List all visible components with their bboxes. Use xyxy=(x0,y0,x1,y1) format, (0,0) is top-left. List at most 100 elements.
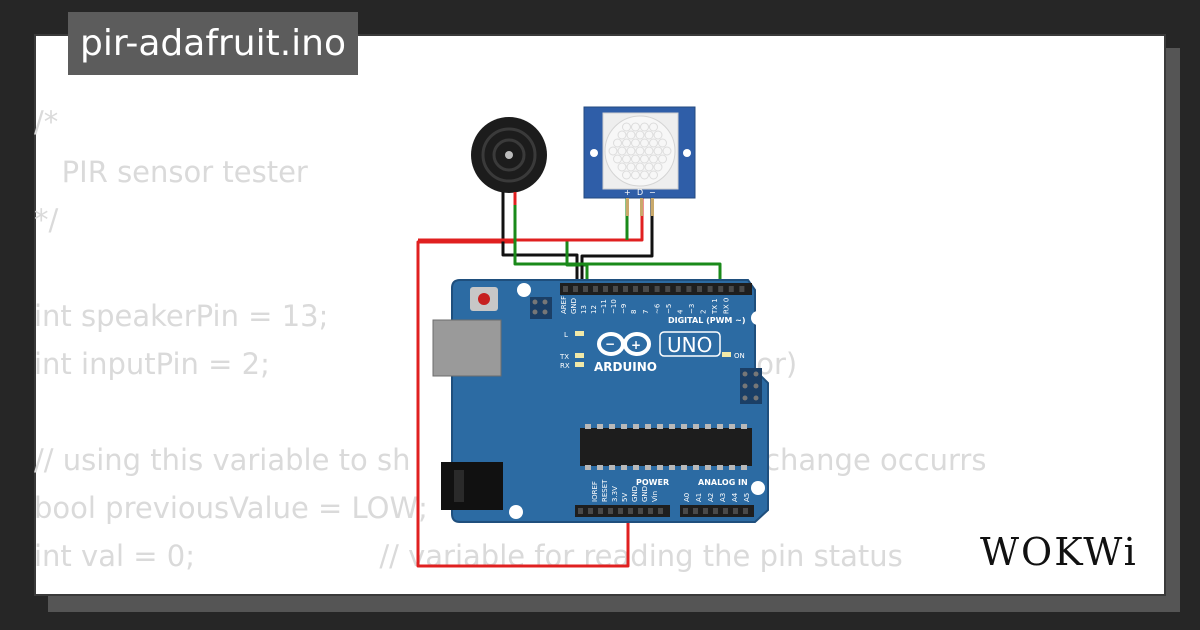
pir-pin xyxy=(651,198,654,216)
pir-lens-cell xyxy=(635,146,645,156)
chip-pin xyxy=(669,465,675,470)
header-hole xyxy=(623,286,628,292)
buzzer-ring xyxy=(492,138,526,172)
power-pin-label: 3.3V xyxy=(611,486,619,502)
header-hole xyxy=(644,286,649,292)
pir-lens-cell xyxy=(649,122,658,132)
digital-pin-label: 13 xyxy=(580,305,588,314)
chip-pin xyxy=(729,465,735,470)
pir-lens-cell xyxy=(658,138,667,148)
header-hole xyxy=(658,508,663,514)
pir-lens-cell xyxy=(649,154,658,164)
pir-mount-hole xyxy=(590,149,598,157)
pir-lens-cell xyxy=(662,146,672,156)
wokwi-logo-text: WOKWi xyxy=(980,530,1138,574)
icsp-header-right xyxy=(740,368,762,404)
analog-label: ANALOG IN xyxy=(698,478,748,487)
board-brand: ARDUINO xyxy=(594,360,657,374)
chip-pin xyxy=(729,424,735,429)
header-hole xyxy=(743,508,748,514)
header-hole xyxy=(718,286,724,292)
chip-pin xyxy=(633,465,639,470)
pir-pin-vcc: + xyxy=(624,188,631,197)
wire-green-link xyxy=(513,200,640,266)
pir-mount-hole xyxy=(683,149,691,157)
power-jack xyxy=(441,462,503,510)
atmega-chip xyxy=(580,428,752,466)
chip-pin xyxy=(741,465,747,470)
code-line: /* xyxy=(34,105,59,139)
header-hole xyxy=(739,286,745,292)
header-hole xyxy=(563,286,568,292)
analog-pin-label: A0 xyxy=(683,493,691,502)
digital-pin-label: RX 0 xyxy=(723,298,731,314)
pir-lens-cell xyxy=(653,130,663,140)
wire-red-pir xyxy=(418,196,644,242)
pir-lens-cell xyxy=(631,154,640,164)
led-rx-label: RX xyxy=(560,362,570,370)
header-hole xyxy=(654,286,660,292)
pir-sensor[interactable]: + D − xyxy=(583,106,696,216)
digital-label: DIGITAL (PWM ~) xyxy=(668,316,746,325)
chip-pin xyxy=(693,465,699,470)
code-line: int speakerPin = 13; xyxy=(34,299,329,333)
chip-pin xyxy=(705,465,711,470)
digital-pin-label: ~3 xyxy=(688,304,696,314)
arduino-logo: − + xyxy=(597,332,651,356)
pir-lens-cell xyxy=(640,122,649,132)
header-hole xyxy=(693,508,698,514)
mount-hole xyxy=(751,311,765,325)
pir-lens-cell xyxy=(617,162,627,172)
pir-fresnel-lens xyxy=(608,122,672,180)
header-hole xyxy=(628,508,633,514)
chip-pins xyxy=(585,424,747,470)
pir-lens-cell xyxy=(608,146,618,156)
analog-pin-label: A5 xyxy=(743,493,751,502)
pir-lens-cell xyxy=(622,122,631,132)
led-tx xyxy=(575,353,584,358)
led-on-label: ON xyxy=(734,352,745,360)
led-on xyxy=(722,352,731,357)
wokwi-logo: WOKWi xyxy=(980,530,1138,574)
pir-lens-cell xyxy=(644,162,654,172)
mount-hole xyxy=(509,505,523,519)
digital-pin-label: ~9 xyxy=(620,304,628,314)
chip-pin xyxy=(633,424,639,429)
power-pin-label: 5V xyxy=(621,493,629,502)
chip-pin xyxy=(657,465,663,470)
reset-button-cap[interactable] xyxy=(478,293,490,305)
digital-pin-label: GND xyxy=(570,298,578,314)
pir-lens-cell xyxy=(626,130,636,140)
chip-pin xyxy=(717,424,723,429)
buzzer[interactable] xyxy=(471,117,547,205)
chip-pin xyxy=(621,424,627,429)
power-pin-label: GND xyxy=(641,486,649,502)
header-hole xyxy=(598,508,603,514)
header-hole xyxy=(703,508,708,514)
power-label: POWER xyxy=(636,478,669,487)
pir-pin-gnd: − xyxy=(649,188,656,197)
header-hole xyxy=(723,508,728,514)
led-rx xyxy=(575,362,584,367)
pir-lens-cell xyxy=(613,138,622,148)
power-jack-inner xyxy=(454,470,464,502)
digital-pin-label: 12 xyxy=(590,305,598,314)
analog-pin-label: A1 xyxy=(695,493,703,502)
wires xyxy=(416,196,722,568)
pir-lens-cell xyxy=(626,146,636,156)
header-hole xyxy=(613,286,618,292)
header-hole xyxy=(686,286,692,292)
chip-pin xyxy=(621,465,627,470)
header-hole xyxy=(638,508,643,514)
uno-badge xyxy=(659,331,721,357)
board-model: UNO xyxy=(667,333,712,357)
pir-lens-cell xyxy=(626,162,636,172)
header-hole xyxy=(675,286,681,292)
header-hole xyxy=(618,508,623,514)
pir-lens-cell xyxy=(631,170,640,180)
buzzer-ring xyxy=(481,127,537,183)
pir-lens-cell xyxy=(653,146,663,156)
